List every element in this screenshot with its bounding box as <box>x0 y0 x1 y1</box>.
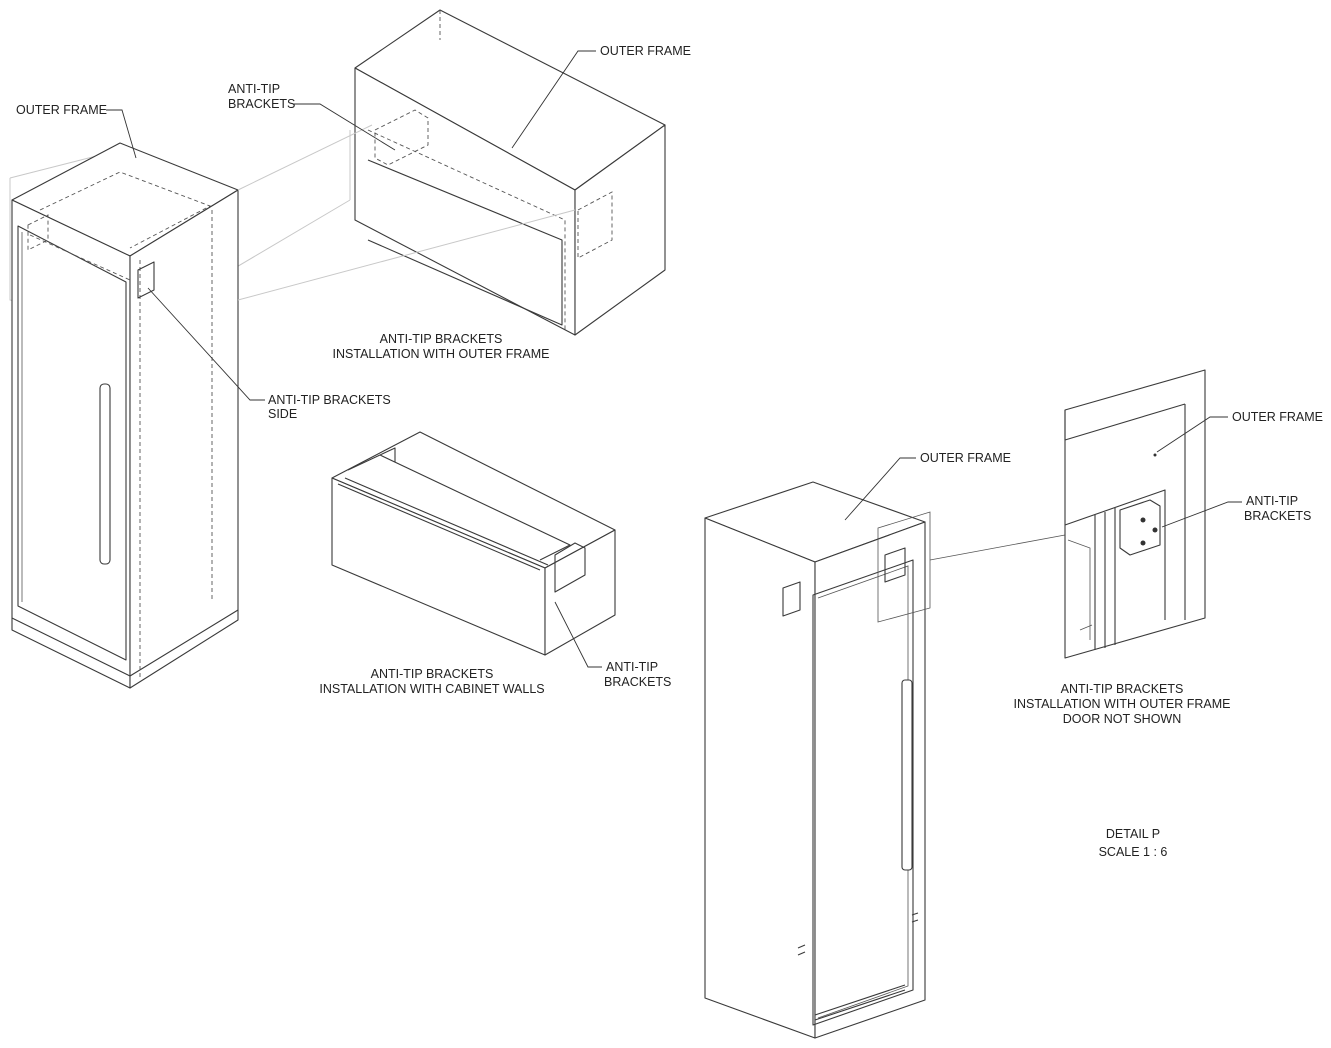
fig4-handle <box>901 679 913 871</box>
detail-connector <box>929 534 1066 561</box>
fig4-outer-frame-leader <box>844 457 916 521</box>
fig1-side-hidden <box>139 210 213 680</box>
fig2-brackets-leader <box>294 103 396 151</box>
fig3-caption-line-2: INSTALLATION WITH CABINET WALLS <box>319 682 544 696</box>
fig4-bracket-right <box>884 547 906 583</box>
detail-scale: SCALE 1 : 6 <box>1099 845 1168 859</box>
fig5-brackets-label-1: ANTI-TIP <box>1246 494 1298 508</box>
fig3-side-face <box>544 529 616 656</box>
fig5-inner-opening <box>1064 489 1166 620</box>
fig4-door <box>812 559 914 1026</box>
fig1-handle <box>99 383 111 565</box>
fig1-bracket-side <box>137 261 155 299</box>
fig4-bracket-left <box>782 581 801 617</box>
fig3-rail <box>347 454 571 561</box>
fig1-side-face <box>129 189 239 689</box>
fig5-bolt-2 <box>1140 540 1146 546</box>
fig2-caption-line-1: ANTI-TIP BRACKETS <box>380 332 503 346</box>
fig3-brackets-leader <box>554 601 602 668</box>
fig5-frame <box>1064 369 1206 659</box>
fig1-top-hidden <box>39 171 212 249</box>
fig1-brackets-side-label-1: ANTI-TIP BRACKETS <box>268 393 391 407</box>
fig2-outer-frame-label: OUTER FRAME <box>600 44 691 58</box>
fig3-front-trim <box>337 477 549 571</box>
fig3-brackets-label-2: BRACKETS <box>604 675 671 689</box>
fig4-grille <box>814 984 906 1021</box>
fig2-bracket-right <box>577 191 613 259</box>
fig5-dot <box>1153 453 1157 457</box>
fig2-outer-frame-leader <box>511 50 596 149</box>
fig4-side-face <box>814 521 926 1039</box>
fig1-door <box>17 225 127 661</box>
fig3-cabinet-box <box>331 431 616 656</box>
fig5-hidden-interior <box>1067 539 1093 640</box>
fig5-outer-frame-label: OUTER FRAME <box>1232 410 1323 424</box>
fig1-brackets-side-leader <box>147 287 265 401</box>
fig2-inner-hidden <box>367 129 566 330</box>
fig4-outer-frame-label: OUTER FRAME <box>920 451 1011 465</box>
fig1-top-edge-dash <box>29 234 131 281</box>
fig4-hinges <box>797 912 919 956</box>
fig1-toe-kick <box>11 609 239 677</box>
fig5-bracket <box>1119 499 1161 556</box>
fig2-ghost-link <box>237 124 576 301</box>
fig5-caption-line-2: INSTALLATION WITH OUTER FRAME <box>1014 697 1231 711</box>
fig1-front-face <box>11 199 131 689</box>
fig4-front-face <box>704 517 816 1039</box>
fig1-outer-frame-label: OUTER FRAME <box>16 103 107 117</box>
fig4-fridge <box>704 481 931 1039</box>
fig5-outer-frame-leader <box>1156 416 1228 453</box>
fig5-bolt-3 <box>1152 527 1158 533</box>
fig2-inner-panel <box>367 159 563 326</box>
fig4-detail-box <box>877 511 931 623</box>
fig3-bracket-top <box>379 447 396 462</box>
fig3-brackets-label-1: ANTI-TIP <box>606 660 658 674</box>
fig5-bolt-1 <box>1140 517 1146 523</box>
fig2-bracket-left <box>374 109 429 166</box>
fig1-bracket-front <box>27 214 49 251</box>
detail-title: DETAIL P <box>1106 827 1160 841</box>
fig5-detail <box>1064 369 1206 659</box>
fig2-brackets-label-1: ANTI-TIP <box>228 82 280 96</box>
fig5-brackets-leader <box>1161 501 1242 528</box>
fig5-inner-post <box>1094 508 1116 650</box>
fig5-caption-line-3: DOOR NOT SHOWN <box>1063 712 1182 726</box>
fig3-caption-line-1: ANTI-TIP BRACKETS <box>371 667 494 681</box>
fig1-outer-frame-leader <box>106 109 137 159</box>
fig1-fridge <box>9 130 351 689</box>
fig5-caption-line-1: ANTI-TIP BRACKETS <box>1061 682 1184 696</box>
fig5-top-strip <box>1064 403 1186 620</box>
fig1-brackets-side-label-2: SIDE <box>268 407 297 421</box>
fig2-side-face <box>574 124 666 336</box>
fig2-caption-line-2: INSTALLATION WITH OUTER FRAME <box>333 347 550 361</box>
fig3-bracket <box>554 542 586 593</box>
fig2-outer-frame-box <box>237 9 666 336</box>
fig2-brackets-label-2: BRACKETS <box>228 97 295 111</box>
fig5-brackets-label-2: BRACKETS <box>1244 509 1311 523</box>
